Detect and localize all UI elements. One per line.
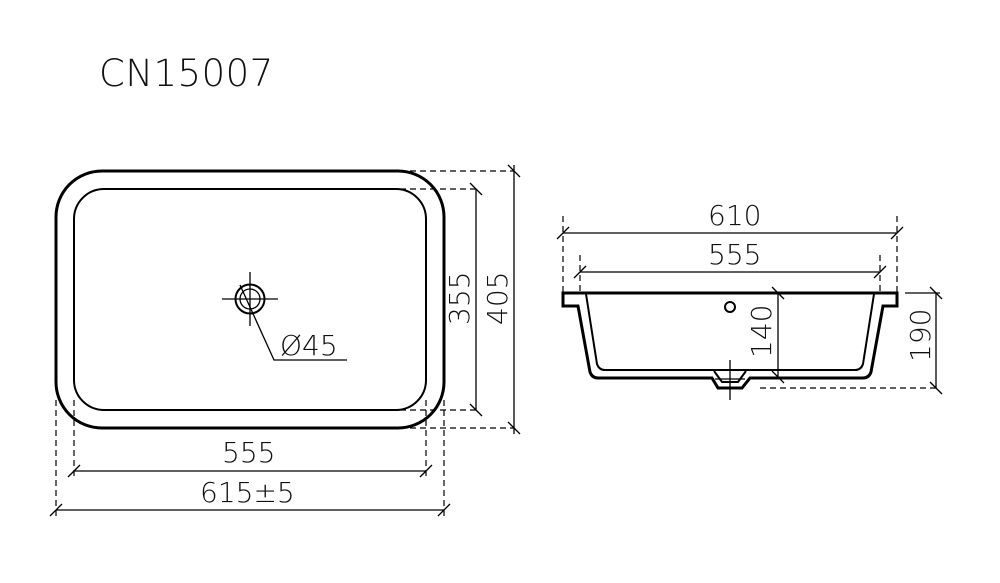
dimension-405 xyxy=(507,164,521,435)
dimension-555-top xyxy=(67,464,433,478)
dimension-355 xyxy=(469,182,483,417)
drain-icon xyxy=(222,272,278,326)
overflow-hole-icon xyxy=(724,301,736,313)
drain-leader-line xyxy=(239,284,347,361)
dimension-555-side xyxy=(573,265,887,279)
basin-profile-outer xyxy=(561,291,899,390)
drain-diameter-label: Ø45 xyxy=(280,329,338,362)
side-view: 610 555 140 190 xyxy=(556,199,943,400)
top-view: Ø45 355 405 555 xyxy=(49,164,521,520)
side-inner-width-label: 555 xyxy=(708,238,761,271)
basin-outer-outline xyxy=(54,169,446,430)
model-code-title: CN15007 xyxy=(99,52,274,95)
basin-inner-outline xyxy=(73,188,427,411)
overall-width-label: 610 xyxy=(708,199,761,232)
dimension-140 xyxy=(771,286,785,384)
dimension-610 xyxy=(556,226,904,240)
dimension-190 xyxy=(929,286,943,395)
outer-height-label: 405 xyxy=(481,272,514,325)
basin-profile-inner xyxy=(585,293,875,371)
bowl-depth-label: 140 xyxy=(745,305,778,358)
inner-height-label: 355 xyxy=(443,272,476,325)
outer-width-label: 615±5 xyxy=(200,476,295,509)
total-height-label: 190 xyxy=(904,309,937,362)
dimension-615 xyxy=(49,503,451,517)
inner-width-label: 555 xyxy=(222,436,275,469)
